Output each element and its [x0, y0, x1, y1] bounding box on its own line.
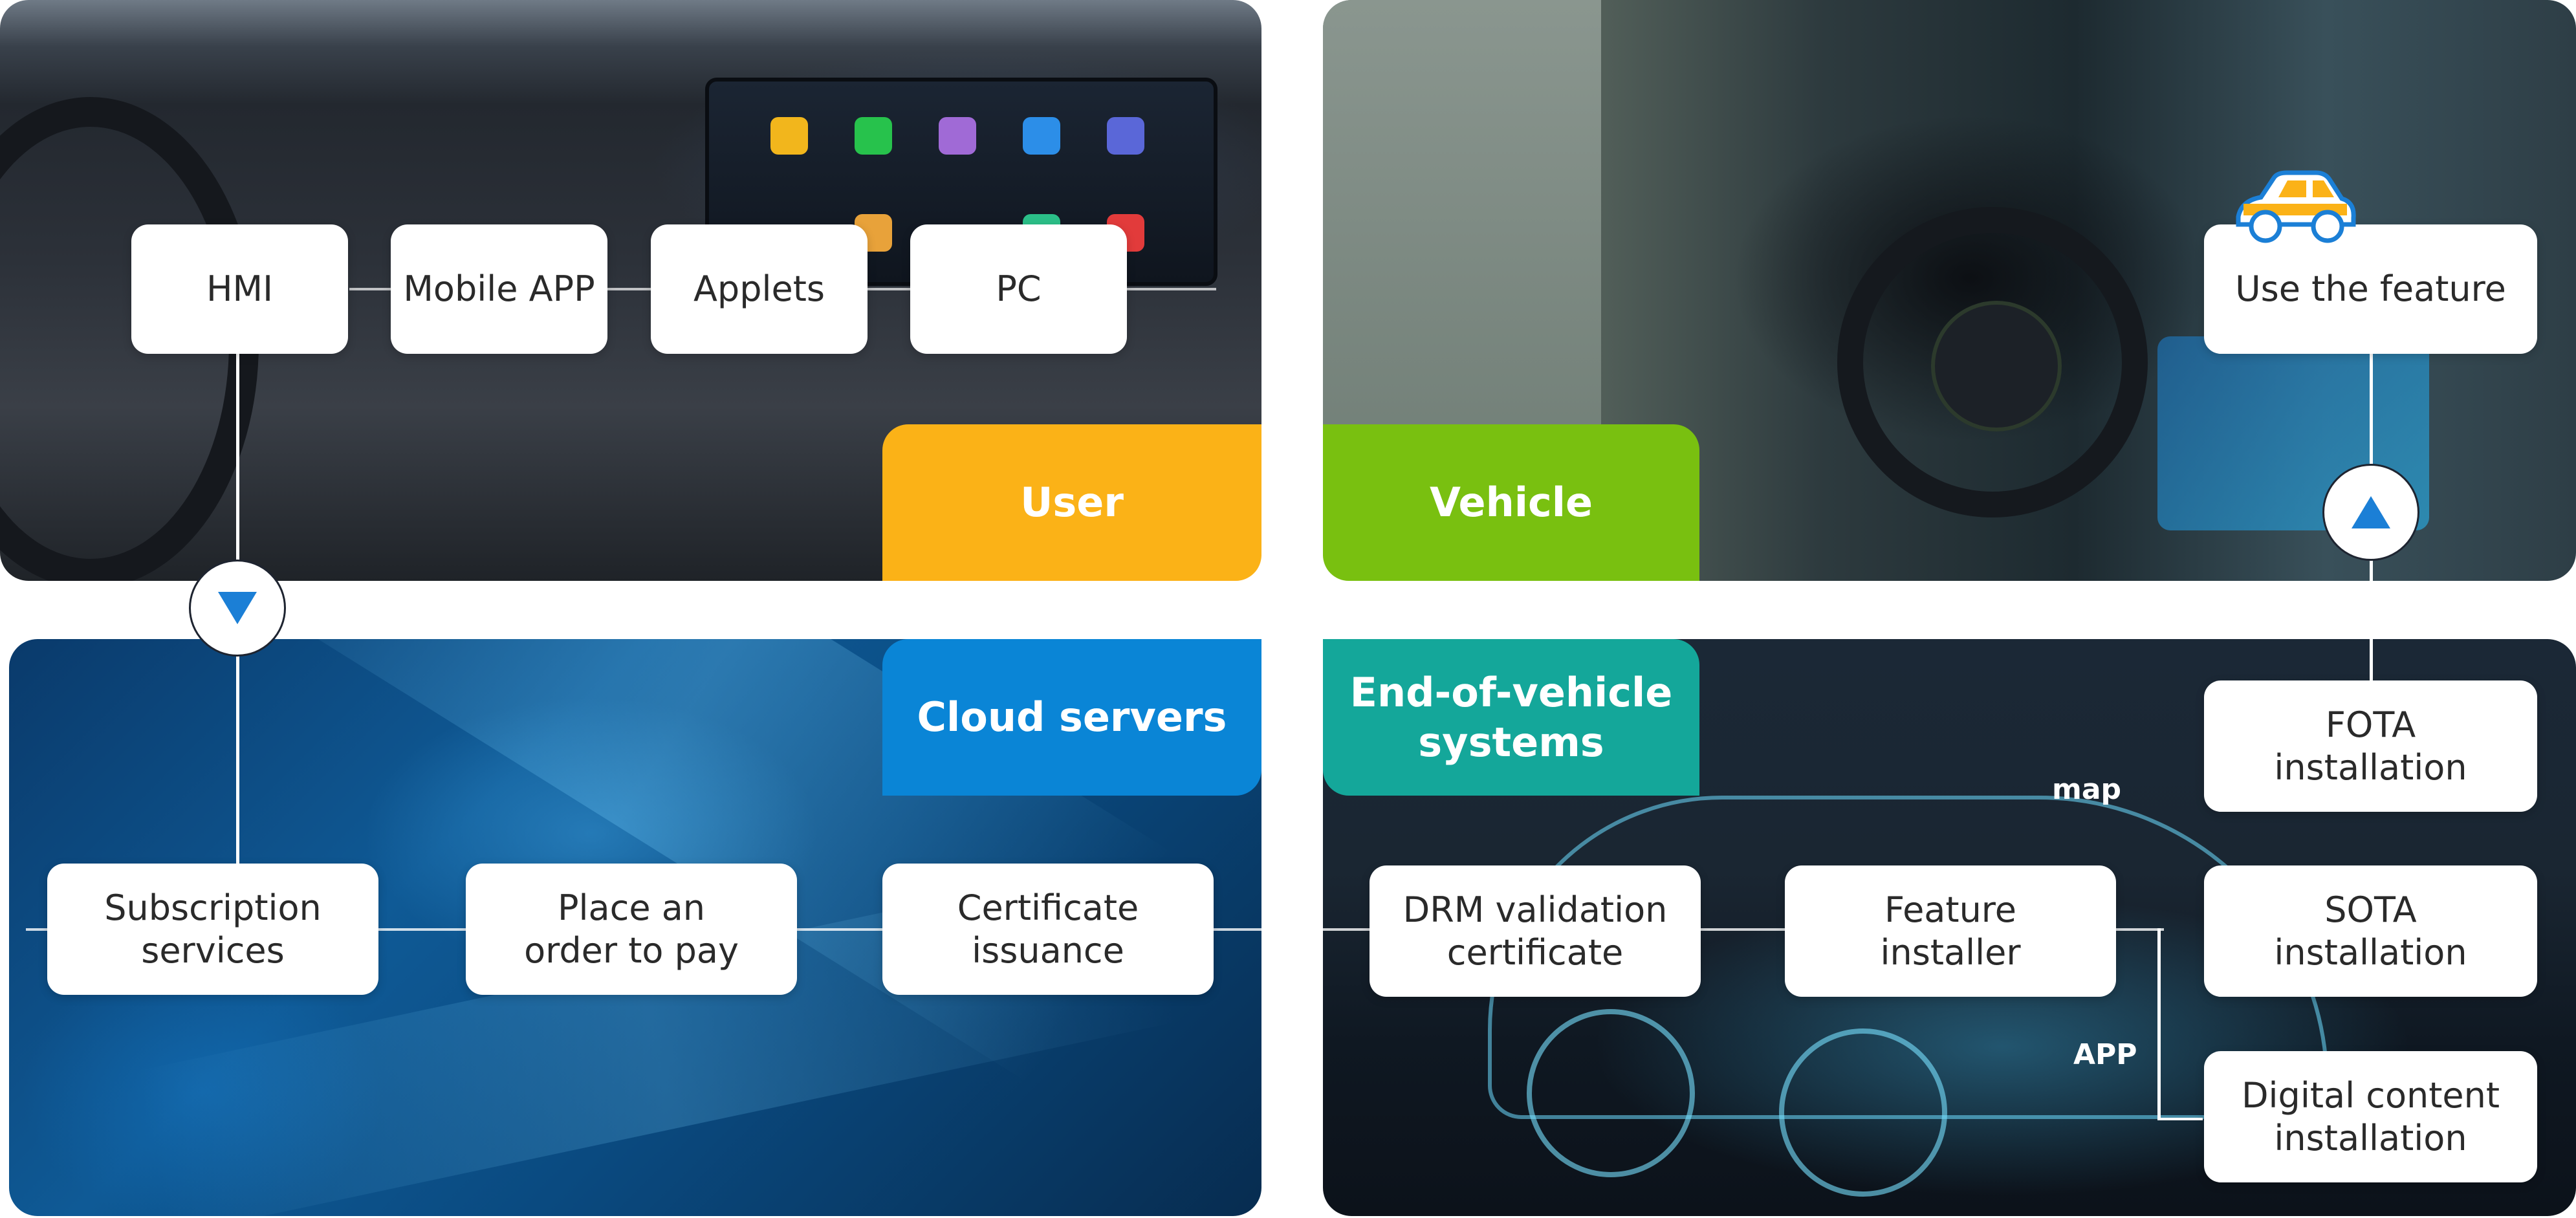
end-tag: End-of-vehicle systems [1323, 639, 1699, 796]
hmi-label: HMI [206, 268, 274, 310]
triangle-down-icon [218, 592, 257, 624]
car-wheel [1779, 1028, 1947, 1197]
subscription-services-label: Subscription services [104, 887, 322, 971]
app-tile [1023, 117, 1060, 155]
car-wheel [1527, 1009, 1695, 1177]
applets-label: Applets [693, 268, 825, 310]
user-label: User [1020, 479, 1124, 527]
app-tile [770, 117, 808, 155]
cloud-tag: Cloud servers [882, 639, 1261, 796]
place-order-box: Place an order to pay [466, 864, 797, 995]
feature-installer-box: Feature installer [1785, 865, 2116, 997]
hmi-box: HMI [131, 224, 348, 354]
digital-content-label: Digital content installation [2241, 1074, 2500, 1158]
fota-installation-label: FOTA installation [2274, 704, 2467, 788]
place-order-label: Place an order to pay [524, 887, 739, 971]
pc-label: PC [996, 268, 1042, 310]
vehicle-label: Vehicle [1429, 479, 1593, 527]
end-label: End-of-vehicle systems [1349, 668, 1673, 767]
car-icon [2236, 170, 2356, 243]
connector-line [1323, 928, 2164, 931]
drm-validation-label: DRM validation certificate [1403, 889, 1668, 973]
map-tag: map [2052, 773, 2122, 806]
app-tile [855, 117, 892, 155]
use-feature-label: Use the feature [2235, 268, 2506, 310]
up-arrow-indicator [2322, 464, 2419, 561]
certificate-issuance-label: Certificate issuance [957, 887, 1139, 971]
drm-validation-box: DRM validation certificate [1370, 865, 1701, 997]
app-tile [1107, 117, 1144, 155]
connector-line [2157, 1118, 2203, 1120]
triangle-up-icon [2352, 496, 2390, 528]
fota-installation-box: FOTA installation [2204, 680, 2537, 812]
feature-installer-label: Feature installer [1880, 889, 2021, 973]
user-tag: User [882, 424, 1261, 581]
applets-box: Applets [651, 224, 868, 354]
vehicle-tag: Vehicle [1323, 424, 1699, 581]
connector-line [2157, 928, 2161, 1119]
down-arrow-indicator [189, 560, 286, 657]
sota-installation-box: SOTA installation [2204, 865, 2537, 997]
use-feature-box: Use the feature [2204, 224, 2537, 354]
self-driving-button [1931, 301, 2062, 431]
subscription-services-box: Subscription services [47, 864, 378, 995]
sota-installation-label: SOTA installation [2274, 889, 2467, 973]
pc-box: PC [910, 224, 1127, 354]
app-tag: APP [2073, 1038, 2137, 1071]
certificate-issuance-box: Certificate issuance [882, 864, 1214, 995]
digital-content-box: Digital content installation [2204, 1051, 2537, 1182]
cloud-label: Cloud servers [917, 693, 1227, 741]
mobile-app-box: Mobile APP [391, 224, 607, 354]
app-tile [939, 117, 976, 155]
mobile-app-label: Mobile APP [403, 268, 595, 310]
